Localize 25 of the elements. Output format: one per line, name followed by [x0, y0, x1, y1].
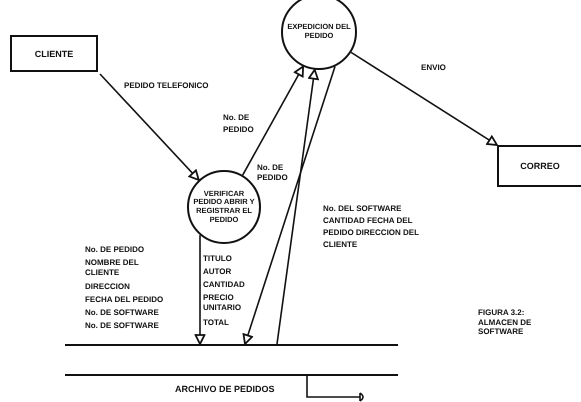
data-flow-arrow	[194, 235, 206, 345]
data-store-name: ARCHIVO DE PEDIDOS	[175, 384, 275, 394]
data-item-label: NOMBRE DEL CLIENTE	[85, 258, 140, 278]
data-item-label: FECHA DEL PEDIDO	[85, 295, 164, 305]
data-item-label: DIRECCION	[85, 282, 130, 292]
data-item-label: No. DE SOFTWARE	[85, 321, 159, 331]
process-circle	[281, 0, 357, 70]
data-flow-arrow	[350, 52, 498, 146]
data-item-label: TOTAL	[203, 318, 229, 328]
data-flow-arrow	[242, 66, 336, 345]
data-flow-arrow	[276, 68, 319, 344]
external-entity-box	[10, 35, 98, 72]
data-item-label: PRECIO UNITARIO	[203, 293, 242, 312]
data-item-label: CANTIDAD	[203, 280, 245, 290]
data-item-label: No. DE PEDIDO	[257, 163, 289, 182]
data-item-label: No. DE SOFTWARE	[85, 308, 159, 318]
data-flow-arrow	[242, 66, 304, 176]
data-flow-arrow	[99, 73, 200, 181]
external-entity-box	[497, 145, 581, 187]
entity-name: CLIENTE	[34, 48, 74, 58]
entity-name: CORREO	[520, 161, 560, 171]
data-item-label: TITULO	[203, 254, 232, 264]
data-item-label: No. DE PEDIDO	[85, 245, 144, 255]
figure-caption: FIGURA 3.2: ALMACEN DE SOFTWARE	[478, 308, 532, 337]
data-item-label: AUTOR	[203, 267, 232, 277]
